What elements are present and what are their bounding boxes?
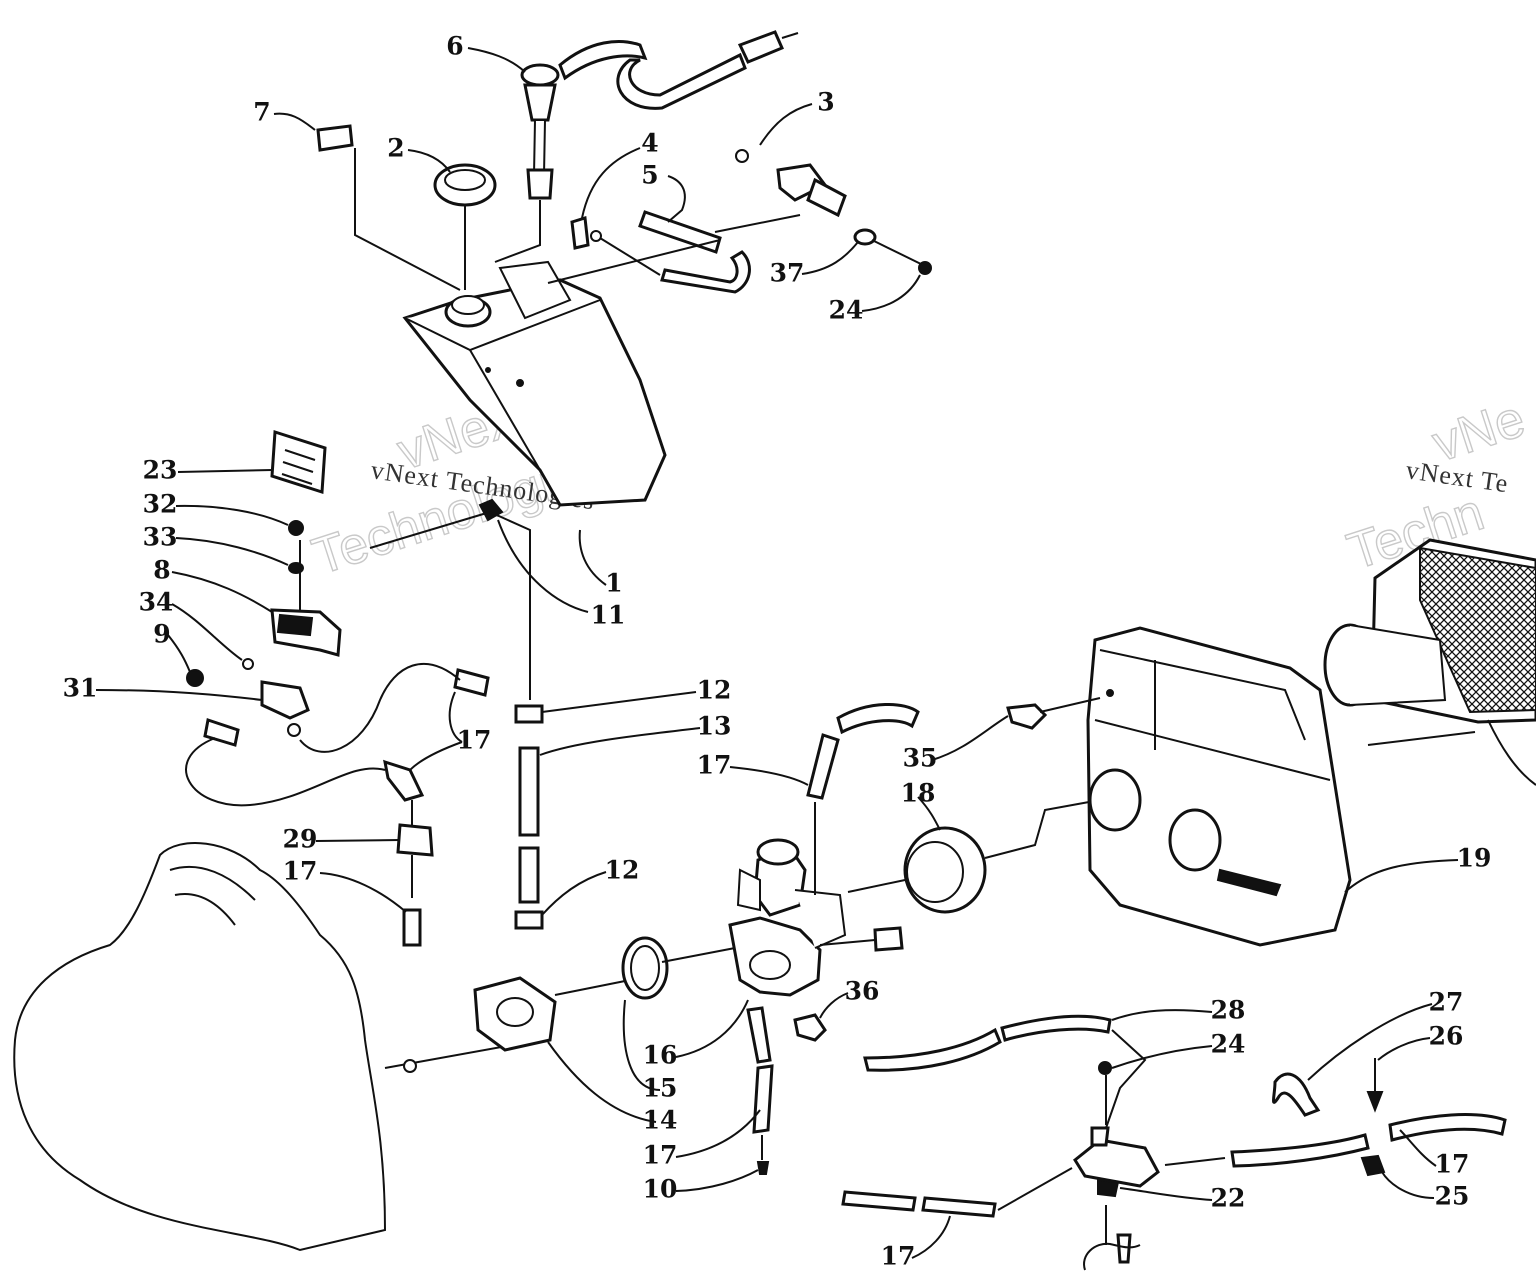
callout-26: 26 [1429,1022,1464,1051]
decal [270,429,327,495]
hose-clamp [1272,1072,1321,1117]
callout-11: 11 [591,601,626,630]
callout-31: 31 [63,674,98,703]
fuel-valve-assembly [186,540,342,737]
fuel-tank [402,260,667,507]
drain-line [746,1006,774,1175]
filler-cap [433,163,497,290]
callout-13: 13 [697,712,732,741]
callout-17: 17 [697,751,732,780]
callout-25: 25 [1435,1182,1470,1211]
engine-outline [13,842,541,1252]
callout-4: 4 [641,129,658,158]
callout-24: 24 [829,296,864,325]
carb-flange [473,976,631,1052]
fitting [1366,1058,1384,1113]
screen-panel [1323,538,1536,786]
callout-2: 2 [387,134,404,163]
fuel-lines-left [185,662,490,947]
callout-7: 7 [253,98,270,127]
carburetor [728,838,904,997]
air-silencer [1086,626,1352,947]
fuel-line-center [369,498,544,930]
clip-leader [1039,697,1101,713]
callout-36: 36 [845,977,880,1006]
leader-lines [95,47,1459,1271]
callout-9: 9 [153,620,170,649]
tank-gasket [316,124,461,291]
clamp-ring [621,936,736,1000]
callout-32: 32 [143,490,178,519]
callout-33: 33 [143,523,178,552]
callout-3: 3 [817,88,834,117]
callout-34: 34 [139,588,174,617]
callout-19: 19 [1457,844,1492,873]
callout-28: 28 [1211,996,1246,1025]
primer-bracket [714,149,932,275]
nut [288,520,304,536]
intake-boot [847,799,1101,914]
callout-17-bottom: 17 [881,1242,916,1271]
callout-16: 16 [643,1041,678,1070]
callout-18: 18 [901,779,936,808]
callout-14: 14 [643,1106,678,1135]
callout-6: 6 [446,32,463,61]
callout-10: 10 [643,1175,678,1204]
callout-12-lower: 12 [605,856,640,885]
callout-8: 8 [153,556,170,585]
fuel-pump-assembly [841,1014,1507,1264]
callout-17-filter: 17 [283,857,318,886]
callout-35: 35 [903,744,938,773]
callout-1: 1 [605,569,622,598]
callout-17-line: 17 [457,726,492,755]
callout-labels: 6 7 2 4 5 3 37 24 23 32 33 8 34 9 31 1 1… [63,32,1492,1271]
callout-27: 27 [1429,988,1464,1017]
screw [1360,1154,1386,1177]
callout-17-right: 17 [1435,1150,1470,1179]
callout-24-pump: 24 [1211,1030,1246,1059]
callout-29: 29 [283,825,318,854]
carb-cap [793,1013,827,1042]
callout-17-drain: 17 [643,1141,678,1170]
vent-tube [806,703,920,895]
callout-5: 5 [641,161,658,190]
callout-23: 23 [143,456,178,485]
callout-15: 15 [643,1074,678,1103]
callout-12: 12 [697,676,732,705]
vent-fitting [547,210,751,294]
clip [1006,703,1048,730]
fuel-sender [494,30,799,263]
callout-22: 22 [1211,1184,1246,1213]
callout-37: 37 [770,259,805,288]
